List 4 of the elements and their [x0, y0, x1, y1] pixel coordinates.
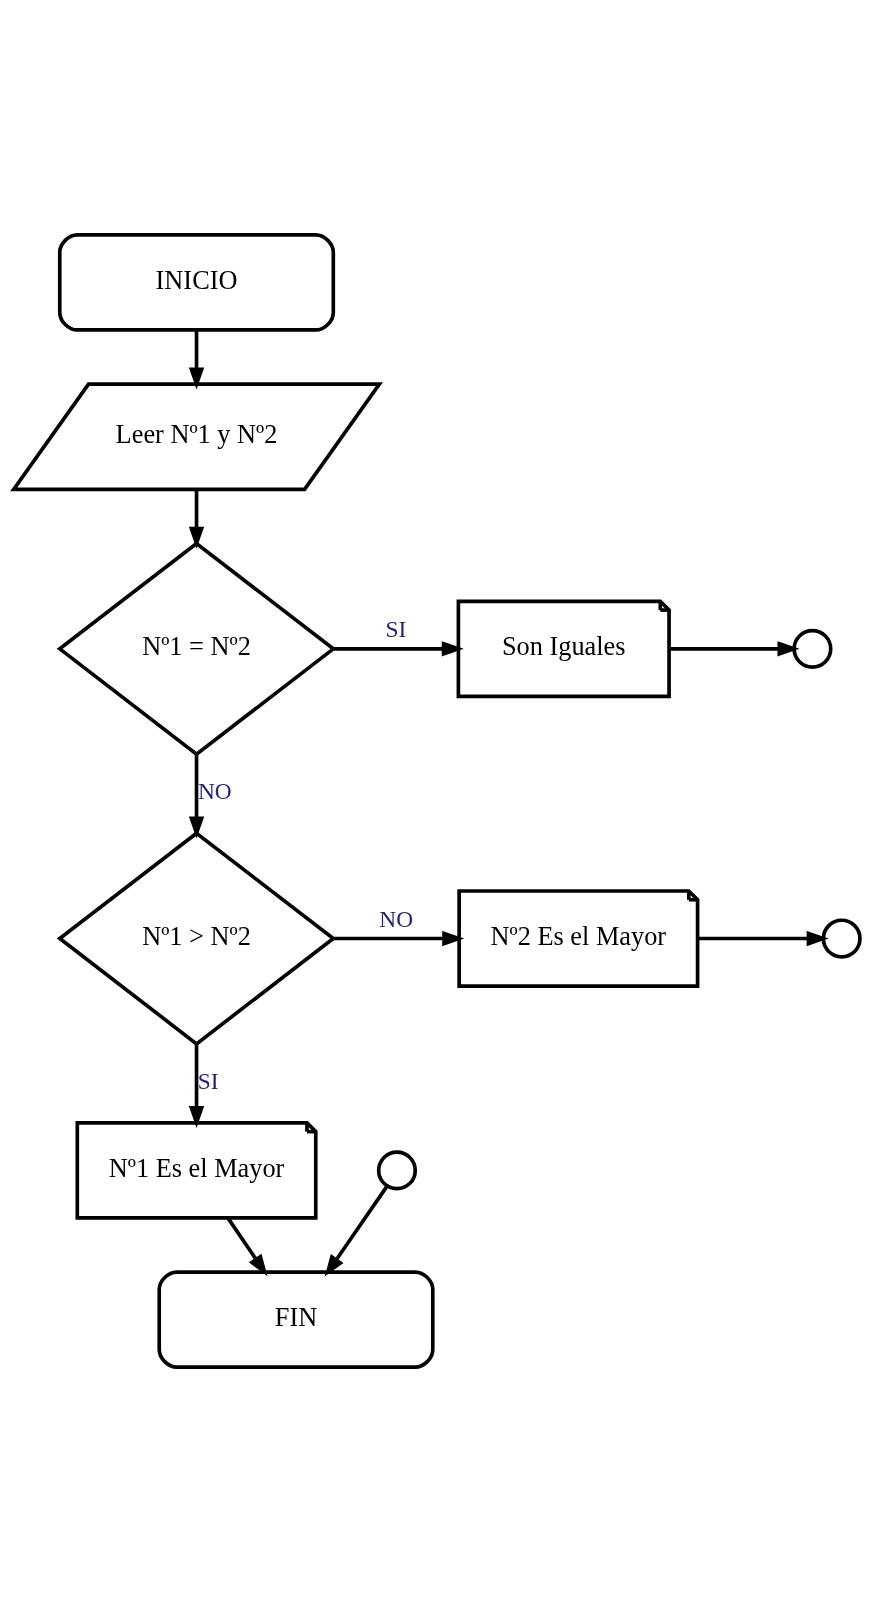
edge-label: NO [379, 905, 414, 932]
edge-label: NO [197, 778, 232, 805]
edge-label: SI [197, 1067, 219, 1094]
edge-label: SI [385, 615, 407, 642]
